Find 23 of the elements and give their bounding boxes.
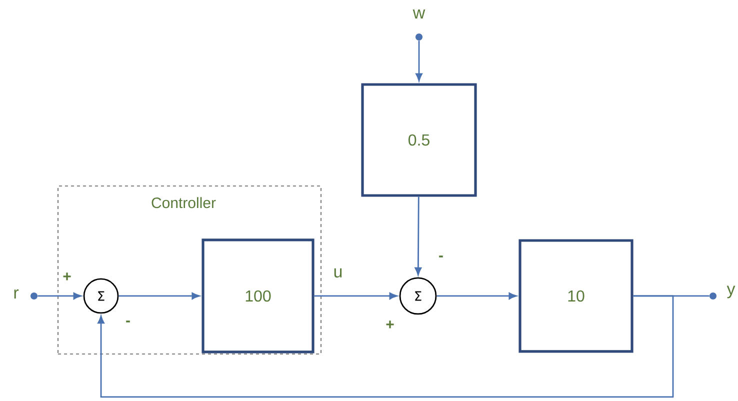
arrow (314, 292, 398, 300)
summing-junction: Σ (399, 277, 437, 315)
sign-label: - (126, 320, 130, 322)
arrow (98, 295, 674, 398)
arrow (416, 40, 422, 82)
sign-label: - (439, 256, 443, 258)
terminal-dot (710, 292, 716, 300)
terminal-dot (416, 34, 422, 40)
signal-label: r (14, 289, 19, 299)
arrow (436, 292, 517, 300)
arrow (118, 292, 200, 300)
sign-label: + (386, 320, 394, 328)
gain-block: 100 (202, 238, 314, 354)
gain-block: 0.5 (361, 83, 477, 197)
signal-label: y (726, 286, 736, 298)
signal-label: w (412, 10, 426, 18)
terminal-dot (30, 292, 38, 300)
arrow (38, 292, 82, 300)
gain-block: 10 (518, 239, 634, 353)
summing-junction: Σ (83, 278, 119, 314)
sign-label: + (63, 272, 71, 280)
arrow (414, 196, 422, 276)
edge-label: u (334, 268, 342, 278)
